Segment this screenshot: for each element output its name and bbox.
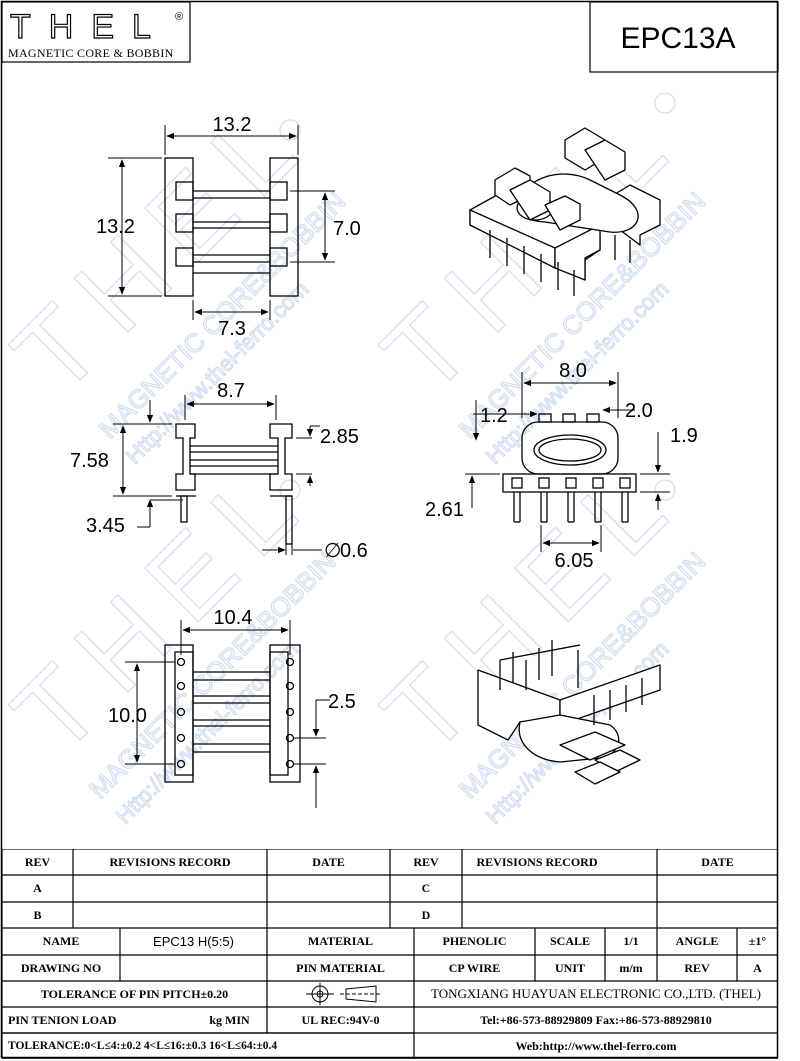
isometric-bottom-view [477, 640, 661, 785]
date-header-left: DATE [312, 854, 345, 869]
dim-front-width: 8.0 [559, 360, 587, 382]
side-view [175, 423, 293, 545]
dim-pin-dia: 0.6 [340, 540, 368, 562]
projection-symbol [306, 983, 382, 1005]
unit-value: m/m [619, 960, 643, 975]
revisions-header-left: REVISIONS RECORD [109, 854, 231, 869]
general-tolerance: TOLERANCE:0<L≤4:±0.2 4<L≤16:±0.3 16<L≤64… [8, 1040, 278, 1052]
dim-top-height: 13.2 [96, 216, 135, 238]
dim-bottom-width: 10.4 [214, 607, 253, 629]
dim-top-inner: 7.0 [333, 218, 361, 240]
registered-mark: ® [175, 11, 183, 23]
isometric-top-view [469, 127, 661, 296]
watermark-mark-4 [654, 479, 676, 501]
side-view-dims [113, 395, 322, 555]
dim-front-height: 1.9 [670, 425, 698, 447]
rev-header-right: REV [413, 854, 439, 869]
rev-row-b: B [33, 907, 42, 922]
rev-header-left: REV [24, 854, 51, 869]
part-number: EPC13A [620, 22, 735, 55]
dim-side-width: 8.7 [217, 380, 245, 402]
pin-tension-label: PIN TENION LOAD [8, 1012, 117, 1027]
front-view-dims [465, 372, 670, 552]
rev-label: REV [684, 960, 710, 975]
dim-front-right: 2.0 [625, 400, 653, 422]
rev-row-c: C [421, 881, 431, 895]
pin-material-label: PIN MATERIAL [296, 960, 385, 975]
logo-subtitle: MAGNETIC CORE & BOBBIN [8, 46, 174, 60]
dim-bottom-height: 10.0 [108, 705, 147, 727]
watermark-mark-2 [654, 92, 676, 114]
sheet-border [0, 0, 779, 1059]
dim-side-height: 7.58 [70, 450, 109, 472]
front-view [502, 413, 637, 523]
drawing-no-label: DRAWING NO [20, 960, 102, 975]
scale-label: SCALE [549, 934, 590, 948]
logo-text: THEL [10, 8, 169, 46]
dim-bottom-pitch: 2.5 [328, 691, 356, 713]
part-number-box: EPC13A [589, 1, 779, 73]
dim-top-bottom: 7.3 [218, 318, 246, 340]
date-header-right: DATE [701, 854, 734, 869]
pin-tension-unit: kg MIN [209, 1012, 250, 1027]
dim-pin-dia-symbol: ∅ [324, 540, 341, 562]
ul-rating: UL REC:94V-0 [301, 1012, 380, 1027]
logo-box: THEL ® MAGNETIC CORE & BOBBIN [1, 1, 191, 63]
unit-label: UNIT [554, 960, 585, 975]
material-label: MATERIAL [307, 934, 374, 948]
pin-material-value: CP WIRE [448, 960, 501, 975]
scale-value: 1/1 [623, 934, 639, 948]
top-view [164, 157, 299, 297]
company-website: Web:http://www.thel-ferro.com [515, 1038, 677, 1053]
dim-front-bottom: 6.05 [555, 550, 594, 572]
title-block: REV REVISIONS RECORD DATE REV REVISIONS … [2, 849, 778, 1059]
angle-label: ANGLE [675, 934, 719, 948]
angle-value: ±1° [748, 934, 767, 948]
name-label: NAME [42, 934, 80, 948]
material-value: PHENOLIC [442, 934, 507, 948]
company-name: TONGXIANG HUAYUAN ELECTRONIC CO.,LTD. (T… [431, 986, 761, 1001]
dim-front-pin: 2.61 [425, 499, 464, 521]
contact-tel: Tel:+86-573-88929809 Fax:+86-573-8892981… [480, 1012, 712, 1027]
dim-side-pin: 3.45 [86, 515, 125, 537]
name-value: EPC13 H(5:5) [153, 934, 234, 949]
revisions-header-right: REVISIONS RECORD [476, 854, 598, 869]
dim-front-left: 1.2 [480, 405, 508, 427]
tolerance-pin-pitch: TOLERANCE OF PIN PITCH±0.20 [40, 986, 229, 1001]
dim-side-flange: 2.85 [320, 426, 359, 448]
rev-row-d: D [421, 907, 431, 922]
dim-top-width: 13.2 [213, 114, 252, 136]
bottom-view-dims [125, 620, 330, 808]
rev-value: A [753, 960, 762, 975]
watermark-mark-1 [279, 119, 301, 141]
top-view-dims [108, 125, 335, 320]
title-block-grid [2, 849, 778, 1059]
rev-row-a: A [33, 881, 42, 895]
bottom-view [164, 644, 301, 783]
